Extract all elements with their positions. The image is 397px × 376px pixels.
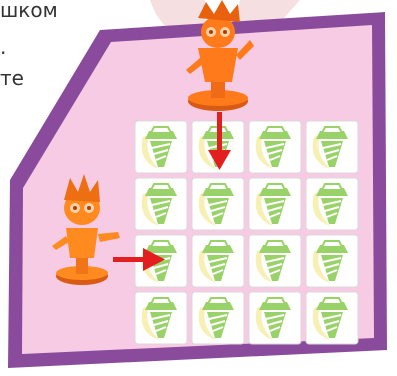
- tile-r2-c2: [192, 178, 244, 230]
- tile-r3-c4: [306, 235, 358, 287]
- tile-r1-c1: [135, 121, 187, 173]
- tile-r4-c2: [192, 292, 244, 344]
- tile-r1-c3: [249, 121, 301, 173]
- tile-r2-c3: [249, 178, 301, 230]
- tile-r4-c4: [306, 292, 358, 344]
- tile-r1-c4: [306, 121, 358, 173]
- tile-r3-c3: [249, 235, 301, 287]
- tile-r4-c1: [135, 292, 187, 344]
- tile-r2-c4: [306, 178, 358, 230]
- tile-r4-c3: [249, 292, 301, 344]
- tile-r3-c2: [192, 235, 244, 287]
- tile-r2-c1: [135, 178, 187, 230]
